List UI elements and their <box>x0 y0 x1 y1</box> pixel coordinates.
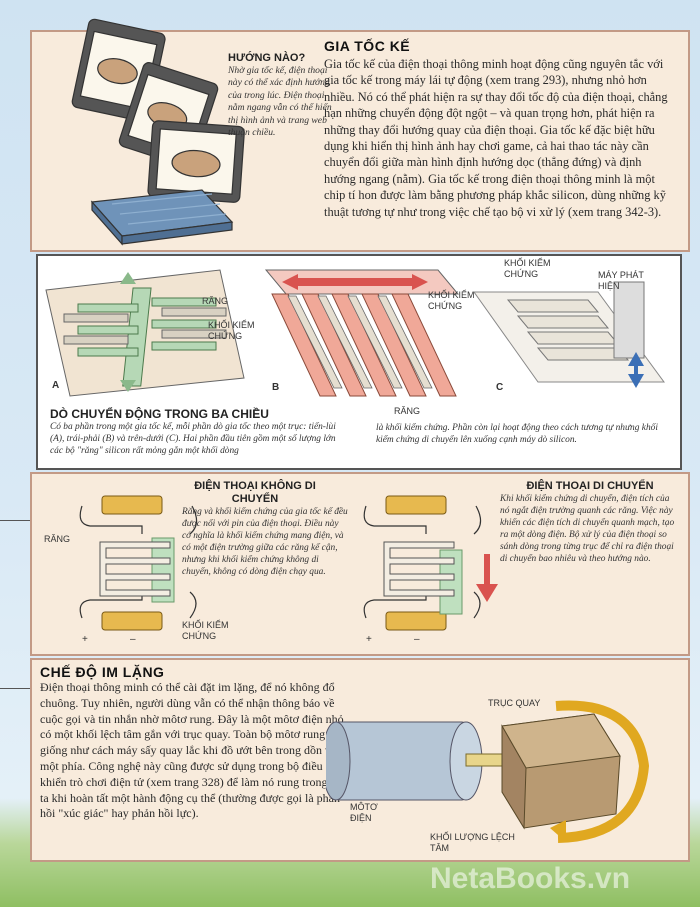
label-shaft: TRỤC QUAY <box>488 698 541 708</box>
moving-text: Khi khối kiểm chứng di chuyển, điện tích… <box>500 494 675 564</box>
label-motor: MÔTƠ ĐIỆN <box>350 802 378 823</box>
three-axes-text-left: Có ba phần trong một gia tốc kế, mỗi phầ… <box>50 422 336 456</box>
diagram-c <box>468 266 674 392</box>
moving-title: ĐIỆN THOẠI DI CHUYỂN <box>526 480 654 492</box>
rotating-phones-illustration <box>62 14 252 246</box>
accelerometer-panel: HƯỚNG NÀO? Nhờ gia tốc kế, điện thoại nà… <box>30 18 690 252</box>
moving-circuit-diagram: + – <box>356 484 506 644</box>
watermark: NetaBooks.vn <box>430 862 631 895</box>
diagram-a <box>40 260 260 400</box>
vibration-motor-illustration <box>326 696 682 852</box>
silent-mode-panel: CHẾ ĐỘ IM LẶNG Điện thoại thông minh có … <box>30 658 690 862</box>
label-proof-mass-a: KHỐI KIỂM CHỨNG <box>208 320 255 341</box>
label-detector: MÁY PHÁT HIỆN <box>598 270 644 291</box>
label-teeth-a: RĂNG <box>202 296 229 306</box>
still-label-mass: KHỐI KIỂM CHỨNG <box>182 620 229 641</box>
side-text: Nhờ gia tốc kế, điện thoại này có thể xá… <box>228 65 332 139</box>
three-axes-title: DÒ CHUYỂN ĐỘNG TRONG BA CHIỀU <box>50 407 269 421</box>
three-axes-panel: A RĂNG KHỐI KIỂM CHỨNG B KHỐI KIỂ <box>36 254 682 470</box>
three-axes-text-right: là khối kiểm chứng. Phần còn lại hoạt độ… <box>376 423 658 445</box>
svg-text:–: – <box>414 634 420 644</box>
side-title: HƯỚNG NÀO? <box>228 52 306 64</box>
label-b: B <box>272 382 280 393</box>
diagram-b <box>262 262 462 412</box>
label-proof-mass-b: KHỐI KIỂM CHỨNG <box>428 290 475 311</box>
accelerometer-title: GIA TỐC KẾ <box>324 38 411 54</box>
connector-line-2 <box>0 688 30 689</box>
accelerometer-text: Gia tốc kế của điện thoại thông minh hoạ… <box>324 57 668 219</box>
svg-text:–: – <box>130 634 136 644</box>
svg-text:+: + <box>366 634 372 644</box>
label-proof-mass-c: KHỐI KIỂM CHỨNG <box>504 258 551 279</box>
connector-line <box>0 520 30 521</box>
label-weight: KHỐI LƯỢNG LỆCH TÂM <box>430 832 515 853</box>
silent-text: Điện thoại thông minh có thể cài đặt im … <box>40 680 346 821</box>
still-label-teeth: RĂNG <box>44 534 71 544</box>
label-a: A <box>52 380 60 391</box>
still-title: ĐIỆN THOẠI KHÔNG DI CHUYỂN <box>194 480 316 505</box>
silent-title: CHẾ ĐỘ IM LẶNG <box>40 664 165 680</box>
label-c: C <box>496 382 504 393</box>
still-circuit-diagram: + – <box>72 484 212 644</box>
still-text: Răng và khối kiểm chứng của gia tốc kế đ… <box>182 507 348 577</box>
svg-text:+: + <box>82 634 88 644</box>
still-moving-panel: + – RĂNG KHỐI KIỂM CHỨNG ĐIỆN THOẠI KHÔN… <box>30 472 690 656</box>
label-teeth-b: RĂNG <box>394 406 421 416</box>
